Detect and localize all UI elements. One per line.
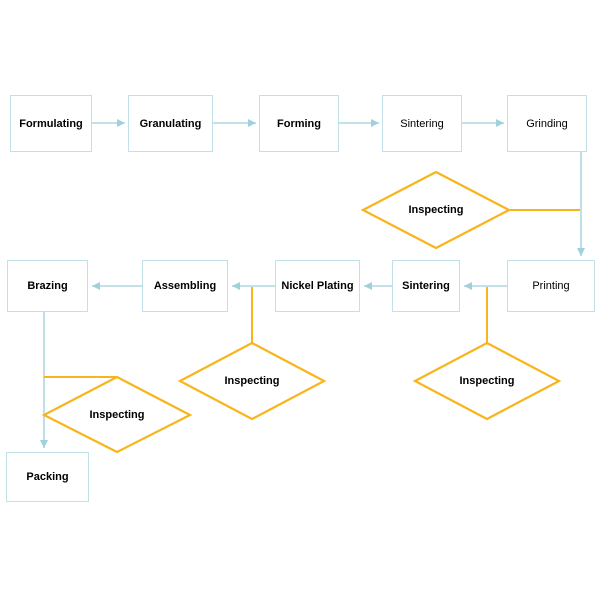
inspecting-diamond-before-packing (41, 375, 193, 454)
process-label: Assembling (153, 280, 217, 292)
inspecting-label-after-grinding: Inspecting (408, 204, 464, 216)
process-box-forming: Forming (259, 95, 339, 152)
process-label: Forming (277, 117, 321, 130)
process-label: Granulating (139, 117, 202, 130)
process-box-nickel-plating: Nickel Plating (275, 260, 360, 312)
inspecting-label-after-nickelplating: Inspecting (224, 375, 280, 387)
inspecting-diamond-after-nickelplating (177, 341, 327, 421)
process-box-packing: Packing (6, 452, 89, 502)
process-label: Packing (26, 471, 69, 483)
inspecting-diamond-after-printing (412, 341, 562, 421)
process-box-printing: Printing (507, 260, 595, 312)
inspecting-diamond-after-grinding (360, 170, 512, 250)
process-box-grinding: Grinding (507, 95, 587, 152)
process-box-formulating: Formulating (10, 95, 92, 152)
inspecting-label-before-packing: Inspecting (89, 409, 145, 421)
process-box-granulating: Granulating (128, 95, 213, 152)
inspecting-label-after-printing: Inspecting (459, 375, 515, 387)
process-label: Sintering (402, 280, 450, 292)
process-label: Brazing (27, 280, 68, 292)
process-box-sintering-1: Sintering (382, 95, 462, 152)
process-label: Printing (532, 280, 570, 292)
process-box-sintering-2: Sintering (392, 260, 460, 312)
process-label: Grinding (526, 117, 568, 130)
process-label: Formulating (19, 117, 83, 130)
process-label: Nickel Plating (281, 280, 354, 292)
process-box-assembling: Assembling (142, 260, 228, 312)
process-box-brazing: Brazing (7, 260, 88, 312)
process-label: Sintering (400, 117, 444, 130)
